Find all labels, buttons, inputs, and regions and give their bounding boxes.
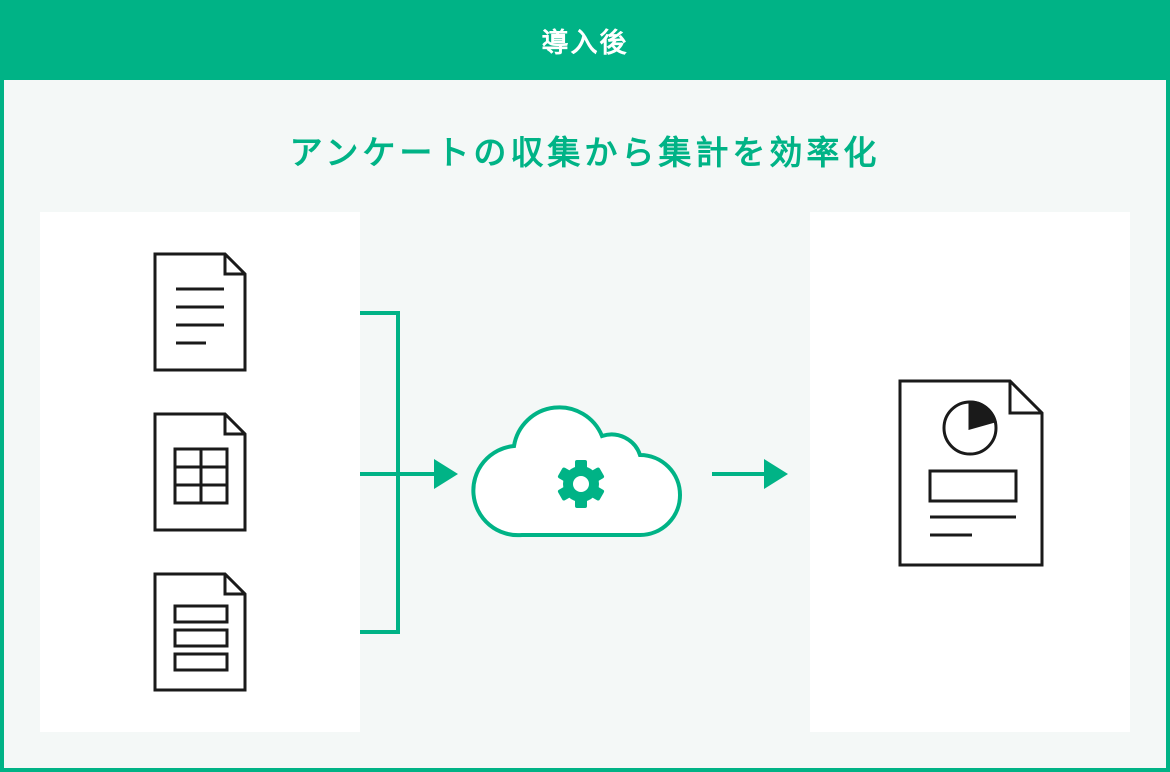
header-banner: 導入後 [0, 0, 1170, 80]
header-title: 導入後 [541, 27, 629, 59]
cloud-gear-icon [471, 405, 682, 538]
arrow-to-report-icon [764, 459, 788, 489]
form-document-icon [153, 572, 247, 692]
merge-bracket-connector [360, 311, 438, 634]
spreadsheet-document-icon [153, 412, 247, 532]
arrow-to-cloud-icon [434, 459, 458, 489]
report-pie-chart-document-icon [898, 379, 1044, 567]
text-document-icon [153, 252, 247, 372]
diagram-subtitle: アンケートの収集から集計を効率化 [289, 133, 881, 172]
